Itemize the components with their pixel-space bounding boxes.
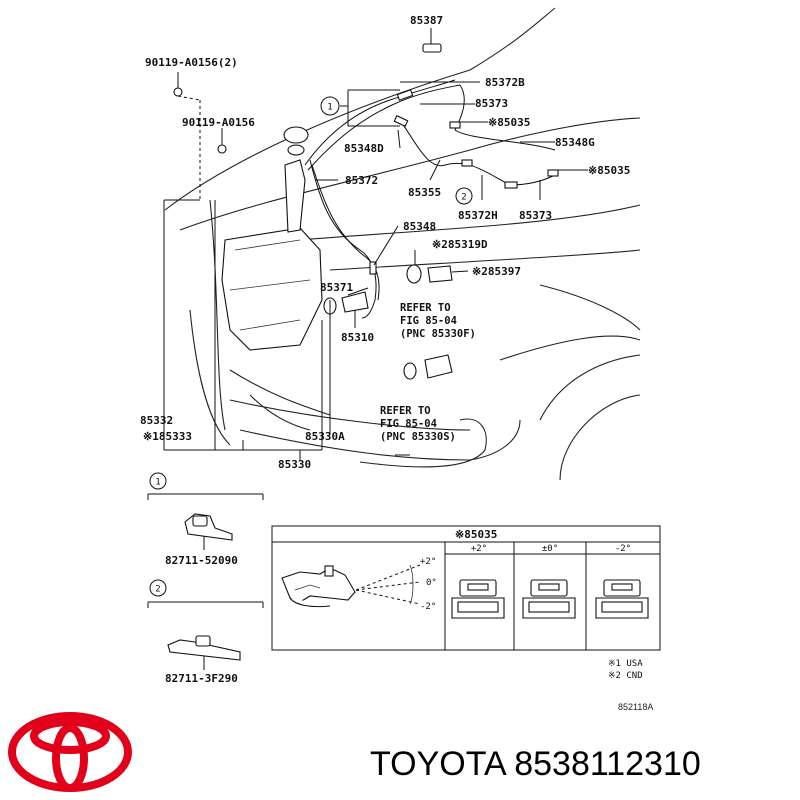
callout-85332: 85332 xyxy=(140,414,173,427)
footnote-usa: ※1 USA xyxy=(608,659,643,669)
part-callouts: 85387 90119-A0156(2) 85372B 85373 ※85035… xyxy=(140,14,630,471)
callout-85373-mid: 85373 xyxy=(519,209,552,222)
svg-text:1: 1 xyxy=(155,478,160,488)
svg-text:FIG 85-04: FIG 85-04 xyxy=(400,315,457,327)
angle-zero-label: 0° xyxy=(426,578,437,588)
svg-text:1: 1 xyxy=(327,103,332,113)
circle-marker-1-main: 1 xyxy=(320,96,340,116)
small-parts xyxy=(173,43,559,380)
toyota-logo xyxy=(8,712,132,792)
callout-85373-top: 85373 xyxy=(475,97,508,110)
legend-clip-1: 1 82711-52090 xyxy=(147,472,264,567)
svg-text:FIG 85-04: FIG 85-04 xyxy=(380,418,437,430)
angle-minus-label: -2° xyxy=(420,602,436,612)
nozzle-variant-minus2 xyxy=(595,579,649,619)
callout-85372h: 85372H xyxy=(458,209,498,222)
callout-85330: 85330 xyxy=(278,458,311,471)
nozzle-spray-diagram: +2° 0° -2° xyxy=(281,557,437,612)
drawing-code: 852118A xyxy=(618,702,653,712)
circle-marker-2-main: 2 xyxy=(455,187,473,205)
legend-clip-2: 2 82711-3F290 xyxy=(147,579,264,685)
table-col-zero: ±0° xyxy=(542,544,558,554)
table-col-plus2: +2° xyxy=(471,544,487,554)
callout-85387: 85387 xyxy=(410,14,443,27)
callout-85348g: 85348G xyxy=(555,136,595,149)
callout-85348d: 85348D xyxy=(344,142,384,155)
callout-85372b: 85372B xyxy=(485,76,525,89)
callout-85330a: 85330A xyxy=(305,430,345,443)
part-82711-52090: 82711-52090 xyxy=(165,554,238,567)
refer-note-85330f: REFER TO FIG 85-04 (PNC 85330F) xyxy=(400,302,476,340)
leader-lines xyxy=(163,28,588,460)
refer-note-85330s: REFER TO FIG 85-04 (PNC 85330S) xyxy=(380,405,456,443)
nozzle-variant-zero xyxy=(522,579,576,619)
callout-85035-a: ※85035 xyxy=(488,116,530,129)
callout-85348: 85348 xyxy=(403,220,436,233)
angle-plus-label: +2° xyxy=(420,557,436,567)
table-col-minus2: -2° xyxy=(615,544,631,554)
svg-text:2: 2 xyxy=(461,193,466,203)
svg-text:REFER TO: REFER TO xyxy=(400,302,451,314)
nozzle-adjustment-table: ※85035 +2° ±0° -2° +2° 0° -2° xyxy=(271,525,661,651)
footnote-cnd: ※2 CND xyxy=(608,671,643,681)
brand-part-number: TOYOTA 8538112310 xyxy=(370,745,701,783)
callout-85372: 85372 xyxy=(345,174,378,187)
callout-85371: 85371 xyxy=(320,281,353,294)
svg-text:(PNC 85330S): (PNC 85330S) xyxy=(380,431,456,443)
washer-tank xyxy=(221,126,323,351)
callout-85355: 85355 xyxy=(408,186,441,199)
car-body-outline xyxy=(164,7,641,481)
nozzle-variant-plus2 xyxy=(451,579,505,619)
callout-85319d: ※285319D xyxy=(432,238,488,251)
svg-text:2: 2 xyxy=(155,585,160,595)
callout-90119-a0156: 90119-A0156 xyxy=(182,116,255,129)
svg-text:(PNC 85330F): (PNC 85330F) xyxy=(400,328,476,340)
callout-85310: 85310 xyxy=(341,331,374,344)
callout-85397: ※285397 xyxy=(472,265,521,278)
svg-text:REFER TO: REFER TO xyxy=(380,405,431,417)
callout-85333: ※185333 xyxy=(143,430,192,443)
table-title: ※85035 xyxy=(455,528,497,541)
callout-90119-a0156-2: 90119-A0156(2) xyxy=(145,56,238,69)
part-82711-3f290: 82711-3F290 xyxy=(165,672,238,685)
callout-85035-b: ※85035 xyxy=(588,164,630,177)
